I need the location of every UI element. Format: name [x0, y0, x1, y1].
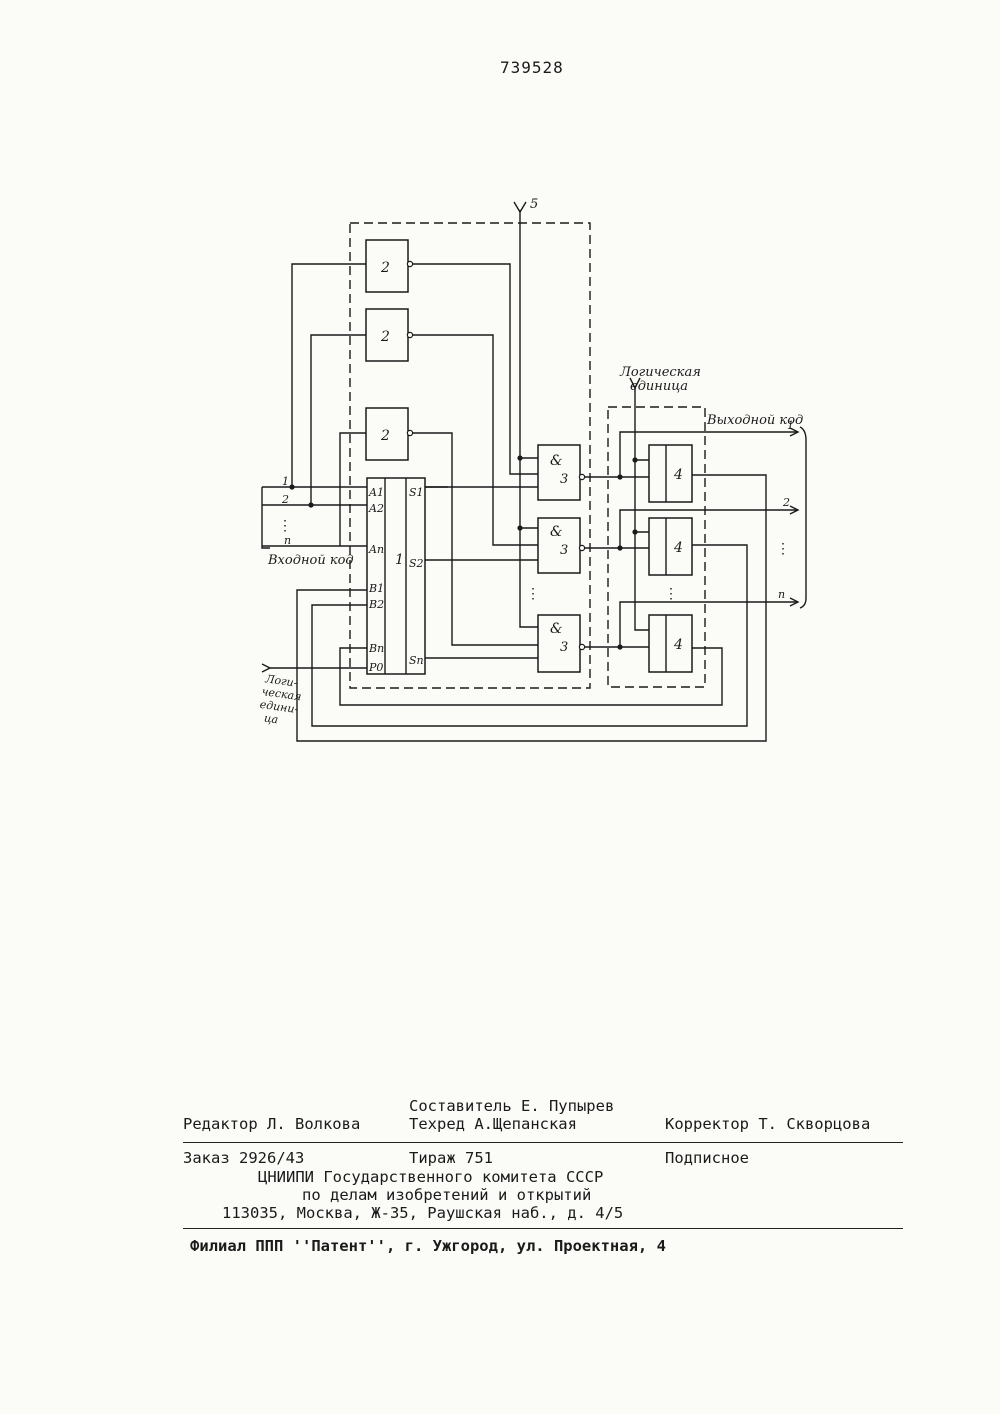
between-and-dots: ⋮	[526, 586, 540, 602]
org-line-1: ЦНИИПИ Государственного комитета СССР	[258, 1168, 603, 1186]
svg-text:A2: A2	[368, 502, 384, 515]
circulation: Тираж 751	[409, 1149, 493, 1167]
input-line-1-label: 1	[282, 475, 289, 488]
output-line-n-label: n	[778, 588, 785, 601]
logic-one-top-label-1: Логическая	[619, 365, 701, 380]
between-trigger-dots: ⋮	[664, 586, 678, 602]
svg-text:2: 2	[380, 428, 390, 444]
svg-text:B2: B2	[368, 598, 384, 611]
input-code-label: Входной код	[267, 553, 354, 568]
svg-text:Bn: Bn	[368, 642, 384, 655]
svg-text:An: An	[368, 543, 384, 556]
trigger-block-1: 4	[649, 445, 692, 502]
order: Заказ 2926/43	[183, 1149, 304, 1167]
input-dots: ⋮	[278, 518, 292, 534]
svg-text:&: &	[550, 621, 562, 637]
svg-text:S1: S1	[409, 486, 424, 499]
inverter-block-2: 2	[366, 309, 408, 361]
svg-text:&: &	[550, 453, 562, 469]
subscription: Подписное	[665, 1149, 749, 1167]
control-input-5-label: 5	[530, 197, 538, 212]
tech-editor: Техред А.Щепанская	[409, 1115, 577, 1133]
inverter-block-3: 2	[366, 408, 408, 460]
wiring	[262, 202, 806, 741]
output-line-2-label: 2	[782, 496, 790, 509]
trigger-block-enclosure	[608, 407, 705, 687]
output-line-1-label: 1	[787, 419, 794, 432]
adder-block: 1 A1 A2 An B1 B2 Bn P0 S1 S2 Sn	[367, 478, 425, 674]
svg-text:&: &	[550, 524, 562, 540]
svg-text:ца: ца	[263, 712, 279, 727]
svg-text:4: 4	[673, 540, 683, 556]
editor: Редактор Л. Волкова	[183, 1115, 360, 1133]
and-block-1: & 3	[538, 445, 580, 500]
input-line-2-label: 2	[281, 493, 289, 506]
svg-text:1: 1	[395, 552, 404, 568]
branch: Филиал ППП ''Патент'', г. Ужгород, ул. П…	[190, 1237, 666, 1255]
address: 113035, Москва, Ж-35, Раушская наб., д. …	[222, 1204, 623, 1222]
divider-1	[183, 1142, 903, 1143]
org-line-2: по делам изобретений и открытий	[302, 1186, 591, 1204]
output-dots: ⋮	[776, 541, 790, 557]
compiler: Составитель Е. Пупырев	[409, 1097, 614, 1115]
svg-text:3: 3	[560, 640, 568, 655]
svg-text:2: 2	[380, 260, 390, 276]
logic-one-top-label-2: единица	[630, 379, 688, 394]
svg-text:4: 4	[673, 467, 683, 483]
and-block-3: & 3	[538, 615, 580, 672]
corrector: Корректор Т. Скворцова	[665, 1115, 870, 1133]
trigger-block-3: 4	[649, 615, 692, 672]
svg-text:B1: B1	[368, 582, 384, 595]
svg-text:S2: S2	[409, 557, 424, 570]
and-block-2: & 3	[538, 518, 580, 573]
inverter-block-1: 2	[366, 240, 408, 292]
trigger-block-2: 4	[649, 518, 692, 575]
svg-text:3: 3	[560, 543, 568, 558]
svg-text:2: 2	[380, 329, 390, 345]
svg-text:3: 3	[560, 472, 568, 487]
input-line-n-label: n	[284, 534, 291, 547]
svg-text:4: 4	[673, 637, 683, 653]
svg-text:P0: P0	[368, 661, 383, 674]
svg-text:Sn: Sn	[409, 654, 424, 667]
divider-2	[183, 1228, 903, 1229]
svg-text:A1: A1	[368, 486, 384, 499]
